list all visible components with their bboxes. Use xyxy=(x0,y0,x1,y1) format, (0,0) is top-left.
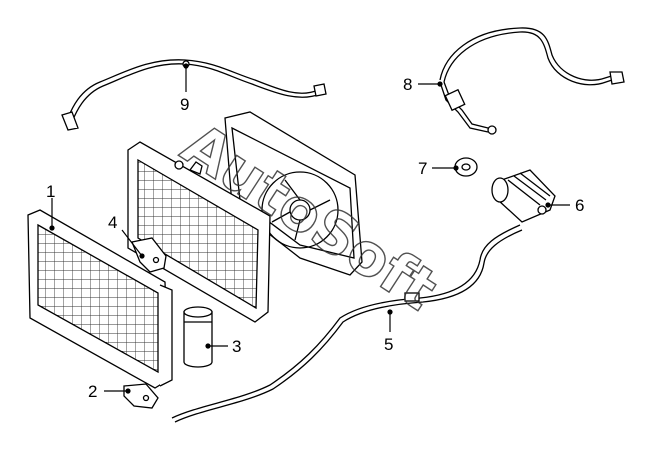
callout-3: 3 xyxy=(232,337,241,356)
liquid-line xyxy=(171,224,523,423)
callout-7: 7 xyxy=(418,159,427,178)
callout-4: 4 xyxy=(108,213,117,232)
callout-1: 1 xyxy=(46,182,55,201)
callout-5: 5 xyxy=(384,335,393,354)
compressor xyxy=(491,169,556,223)
upper-bracket xyxy=(131,237,167,273)
suction-hose xyxy=(439,27,625,135)
callout-8: 8 xyxy=(403,75,412,94)
callout-labels: 1 2 3 4 5 6 7 8 9 xyxy=(46,75,584,401)
radiator-fan-assembly xyxy=(127,111,363,323)
callout-6: 6 xyxy=(575,196,584,215)
discharge-hose xyxy=(61,59,327,131)
lower-bracket xyxy=(123,383,159,409)
callout-2: 2 xyxy=(88,382,97,401)
receiver-drier xyxy=(183,306,213,368)
callout-leaders xyxy=(49,63,570,394)
condenser xyxy=(27,209,173,389)
callout-9: 9 xyxy=(180,95,189,114)
